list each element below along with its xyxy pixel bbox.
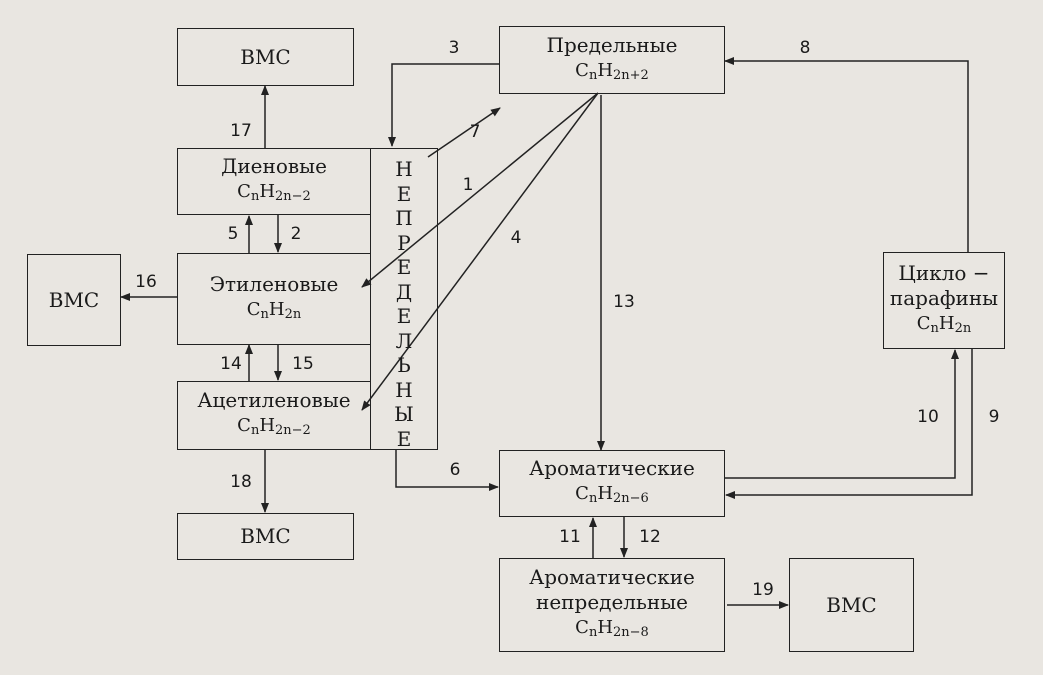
saturated-box: Предельные CnH2n+2 <box>499 26 725 94</box>
vms-top-box: ВМС <box>177 28 354 86</box>
cycloparaffins-box: Цикло − парафины CnH2n <box>883 252 1005 349</box>
aromatic-label: Ароматические <box>529 456 695 480</box>
arrow-number-7: 7 <box>469 122 481 142</box>
vms-left-box: ВМС <box>27 254 121 346</box>
aromatic-unsaturated-formula: CnH2n−8 <box>575 617 649 640</box>
arrow-number-6: 6 <box>449 460 461 480</box>
arrow-3 <box>388 63 499 147</box>
aromatic-unsaturated-label-2: непредельные <box>536 590 688 614</box>
vms-right-label: ВМС <box>826 592 877 617</box>
acetylene-box: Ацетиленовые CnH2n−2 <box>177 381 371 450</box>
arrow-number-12: 12 <box>639 527 661 547</box>
cycloparaffins-label-2: парафины <box>889 285 999 310</box>
unsaturated-letter: Е <box>396 426 412 451</box>
ethylene-formula: CnH2n <box>246 298 302 322</box>
unsaturated-letter: Ы <box>394 402 414 426</box>
arrow-6 <box>395 450 499 491</box>
arrow-number-11: 11 <box>559 527 581 547</box>
arrow-number-14: 14 <box>220 354 242 374</box>
diene-label: Диеновые <box>221 154 327 178</box>
aromatic-box: Ароматические CnH2n−6 <box>499 450 725 517</box>
arrow-number-8: 8 <box>799 38 811 58</box>
arrow-1 <box>361 92 599 288</box>
acetylene-formula: CnH2n−2 <box>237 415 311 438</box>
unsaturated-letter: Е <box>396 181 412 206</box>
ethylene-label: Этиленовые <box>209 271 339 296</box>
unsaturated-letter: Е <box>396 304 412 328</box>
arrow-number-15: 15 <box>292 354 314 374</box>
aromatic-unsaturated-box: Ароматические непредельные CnH2n−8 <box>499 558 725 652</box>
unsaturated-letter: Ь <box>397 353 411 377</box>
arrow-number-18: 18 <box>230 472 252 492</box>
vms-right-box: ВМС <box>789 558 914 652</box>
aromatic-formula: CnH2n−6 <box>575 483 649 506</box>
vms-bottom-box: ВМС <box>177 513 354 560</box>
arrow-number-10: 10 <box>917 407 939 427</box>
arrow-10 <box>725 349 959 479</box>
cycloparaffins-formula: CnH2n <box>916 312 972 336</box>
diene-box: Диеновые CnH2n−2 <box>177 148 371 215</box>
arrow-number-19: 19 <box>752 580 774 600</box>
unsaturated-letter: Л <box>395 328 413 353</box>
vms-bottom-label: ВМС <box>240 524 291 548</box>
saturated-formula: CnH2n+2 <box>575 59 649 83</box>
arrow-number-17: 17 <box>230 121 252 141</box>
saturated-label: Предельные <box>546 32 678 57</box>
arrow-number-2: 2 <box>290 224 302 244</box>
unsaturated-letter: Н <box>395 157 413 181</box>
ethylene-box: Этиленовые CnH2n <box>177 253 371 345</box>
unsaturated-letter: Н <box>395 377 413 402</box>
arrow-number-4: 4 <box>510 228 522 248</box>
arrow-4 <box>361 92 599 411</box>
aromatic-unsaturated-label-1: Ароматические <box>529 565 695 589</box>
arrow-number-5: 5 <box>227 224 239 244</box>
arrow-number-3: 3 <box>448 38 460 58</box>
arrow-7 <box>427 107 501 158</box>
cycloparaffins-label-1: Цикло − <box>898 260 990 285</box>
arrow-number-16: 16 <box>135 272 157 292</box>
diene-formula: CnH2n−2 <box>237 181 311 204</box>
arrow-number-9: 9 <box>988 407 1000 427</box>
vms-left-label: ВМС <box>48 287 100 312</box>
unsaturated-letter: П <box>395 206 413 230</box>
arrow-number-1: 1 <box>462 175 474 195</box>
arrow-9 <box>725 349 973 499</box>
arrow-8 <box>724 57 969 252</box>
unsaturated-letter: Р <box>397 230 411 255</box>
acetylene-label: Ацетиленовые <box>197 388 351 412</box>
vms-top-label: ВМС <box>240 44 291 69</box>
arrow-number-13: 13 <box>613 292 635 312</box>
unsaturated-letter: Д <box>395 279 413 304</box>
unsaturated-letter: Е <box>396 255 412 279</box>
